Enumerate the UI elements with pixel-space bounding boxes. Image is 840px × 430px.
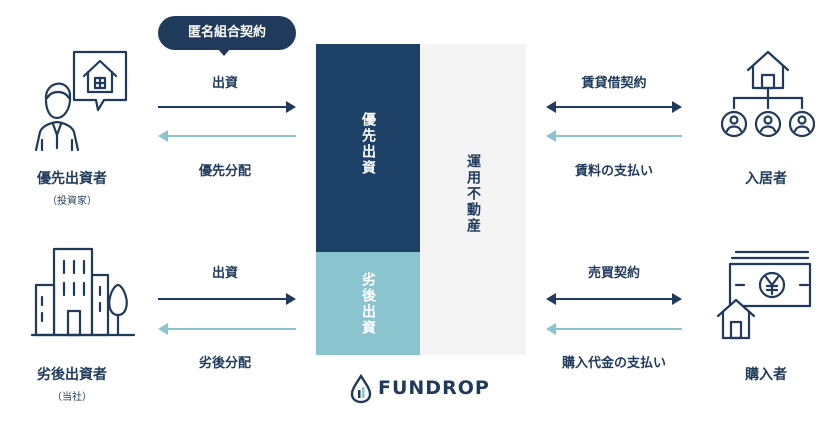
junior-investor-subtitle: （当社） — [52, 392, 92, 403]
tenants-house-people-icon — [720, 50, 816, 138]
anonymous-partnership-badge: 匿名組合契約 — [158, 16, 296, 50]
property-label: 運用不動産 — [465, 154, 481, 234]
senior-dividend-label: 優先分配 — [198, 164, 252, 179]
sale-contract-label: 売買契約 — [587, 266, 641, 281]
junior-capital-label: 劣後出資 — [360, 272, 376, 336]
senior-investor-subtitle: （投資家） — [47, 196, 97, 207]
senior-investor-title: 優先出資者 — [37, 171, 107, 187]
drop-logo-icon — [350, 373, 372, 404]
junior-dividend-arrow-icon — [158, 323, 296, 335]
senior-capital-block: 優先出資 — [316, 44, 420, 252]
senior-invest-label: 出資 — [211, 76, 239, 91]
junior-dividend-label: 劣後分配 — [198, 356, 252, 371]
property-asset-block: 運用不動産 — [420, 44, 526, 355]
badge-pointer — [217, 48, 231, 56]
rent-payment-label: 賃料の支払い — [574, 164, 654, 179]
rent-payment-arrow-icon — [546, 130, 682, 142]
tenants-title: 入居者 — [745, 171, 787, 187]
purchase-payment-label: 購入代金の支払い — [561, 356, 667, 371]
senior-invest-arrow-icon — [158, 101, 296, 113]
company-buildings-icon — [30, 247, 136, 337]
investor-person-house-icon — [34, 50, 128, 152]
buyer-yen-house-icon — [716, 250, 812, 340]
junior-investor-title: 劣後出資者 — [37, 367, 107, 383]
junior-invest-label: 出資 — [211, 266, 239, 281]
lease-contract-arrow-icon — [546, 101, 682, 113]
lease-contract-label: 賃貸借契約 — [581, 76, 647, 91]
brand-name: FUNDROP — [378, 377, 490, 399]
sale-contract-arrow-icon — [546, 293, 682, 305]
senior-dividend-arrow-icon — [158, 130, 296, 142]
purchase-payment-arrow-icon — [546, 323, 682, 335]
buyer-title: 購入者 — [745, 367, 787, 383]
junior-invest-arrow-icon — [158, 293, 296, 305]
senior-capital-label: 優先出資 — [360, 112, 376, 176]
junior-capital-block: 劣後出資 — [316, 252, 420, 355]
